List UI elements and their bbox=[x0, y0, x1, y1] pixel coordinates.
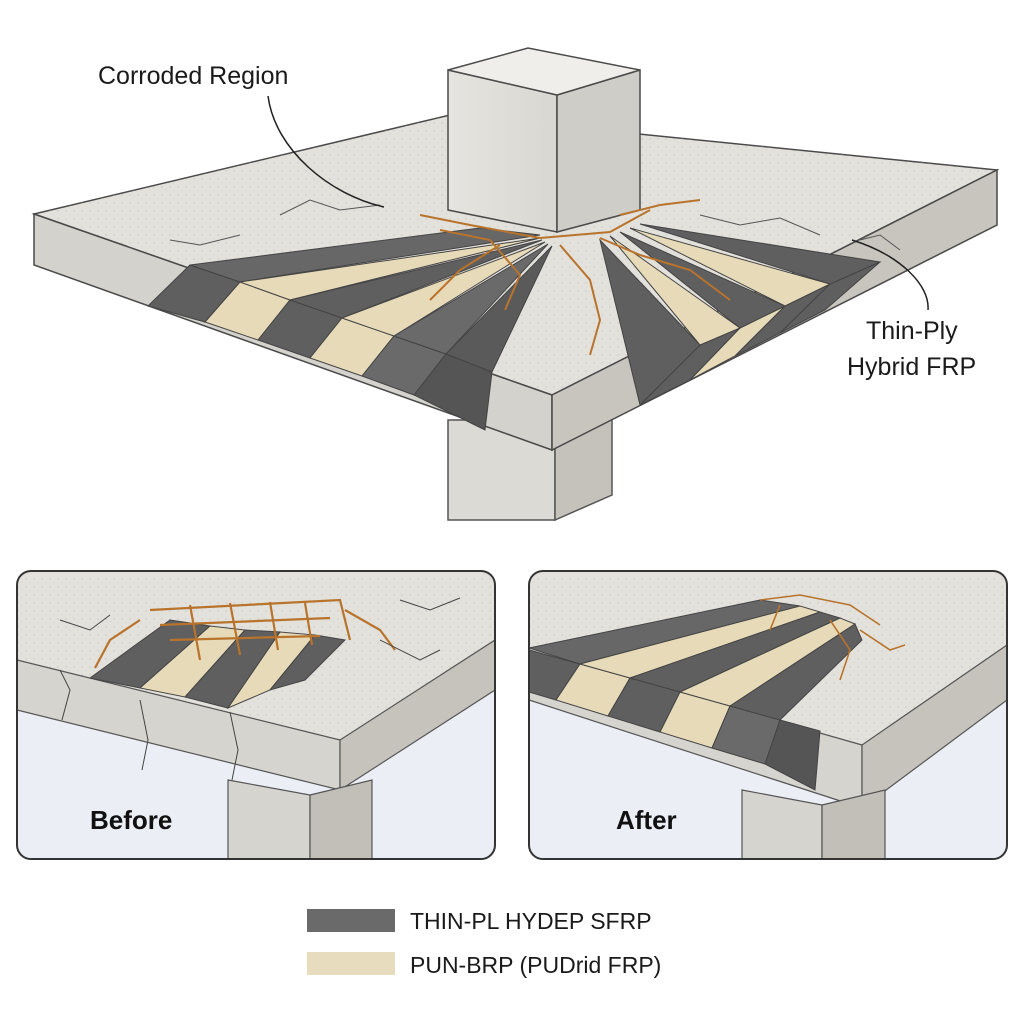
frp-label-line2: Hybrid FRP bbox=[847, 353, 976, 381]
upper-column-front bbox=[447, 69, 558, 233]
legend-swatch-hybrid bbox=[307, 952, 395, 975]
before-cracks bbox=[59, 597, 461, 781]
after-panel-border bbox=[528, 570, 1008, 860]
before-panel: Before bbox=[16, 570, 496, 860]
after-panel: After bbox=[528, 570, 1008, 860]
corroded-region-label: Corroded Region bbox=[98, 62, 288, 90]
frp-strips-top bbox=[189, 223, 882, 406]
frp-strips-right bbox=[639, 261, 881, 406]
before-rust-mesh bbox=[94, 598, 396, 669]
upper-column-top bbox=[447, 47, 641, 96]
frp-label-line1: Thin-Ply bbox=[866, 317, 958, 345]
before-frp-strips bbox=[88, 619, 347, 710]
upper-column-side bbox=[556, 68, 641, 233]
after-title: After bbox=[616, 805, 677, 835]
frp-strips-left bbox=[147, 264, 493, 431]
frp-leader-line bbox=[851, 239, 929, 311]
before-panel-border bbox=[16, 570, 496, 860]
legend-label-hybrid: PUN-BRP (PUDrid FRP) bbox=[410, 952, 661, 978]
corrosion-cracks bbox=[419, 199, 731, 356]
before-title: Before bbox=[90, 805, 172, 835]
corroded-label-group: Corroded Region bbox=[98, 62, 385, 208]
legend-label-thin-ply: THIN-PL HYDEP SFRP bbox=[410, 908, 652, 934]
main-slab bbox=[31, 47, 1000, 522]
after-frp-top bbox=[529, 599, 863, 721]
legend-swatch-thin-ply bbox=[307, 909, 395, 932]
frp-label-group: Thin-Ply Hybrid FRP bbox=[847, 239, 976, 381]
corroded-leader-line bbox=[267, 95, 385, 208]
after-rust-lines bbox=[759, 594, 906, 681]
legend: THIN-PL HYDEP SFRP PUN-BRP (PUDrid FRP) bbox=[307, 908, 661, 978]
hairline-cracks bbox=[169, 199, 901, 251]
